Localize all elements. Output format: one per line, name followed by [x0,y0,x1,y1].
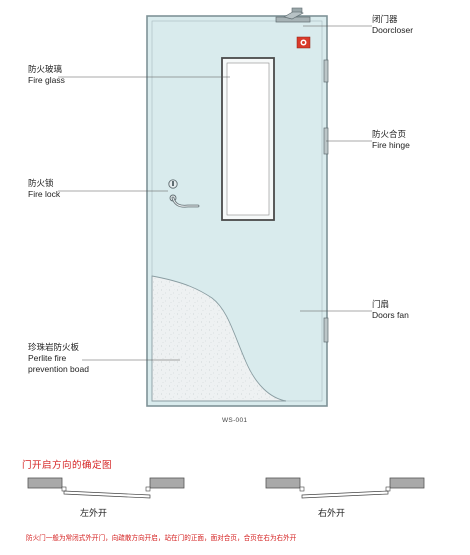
perlite-board-region [151,275,287,402]
fire-glass-label: 防火玻璃 Fire glass [28,64,65,86]
model-number: WS-001 [222,417,248,424]
leader-lines [58,25,372,361]
fire-hinge-label: 防火合页 Fire hinge [372,129,410,151]
fire-hinge-label-cn: 防火合页 [372,129,407,139]
fire-sign-icon [296,36,311,49]
fire-glass-label-cn: 防火玻璃 [28,64,63,74]
fire-hinge-bottom-icon [323,317,329,343]
direction-note: 防火门一般为常闭式外开门，向疏散方向开启，站在门的正面，面对合页，合页在右为右外… [26,535,297,542]
perlite-board-label-en2: prevention boad [28,364,89,374]
fire-glass-label-en: Fire glass [28,75,65,85]
fire-lock-label-en: Fire lock [28,189,61,199]
doors-fan-label-cn: 门扇 [372,299,390,309]
right-outward-label: 右外开 [318,508,346,518]
right-outward-opening-diagram [265,477,425,499]
doorcloser-label-en: Doorcloser [372,25,414,35]
fire-hinge-top-icon [323,59,329,83]
fire-glass-inner [226,62,270,216]
left-outward-opening-diagram [27,477,185,499]
perlite-board-label: 珍珠岩防火板 Perlite fire prevention boad [28,342,89,375]
fire-lock-label-cn: 防火锁 [28,178,54,188]
perlite-board-label-en1: Perlite fire [28,353,67,363]
perlite-board-label-cn: 珍珠岩防火板 [28,342,80,352]
doorcloser-label-cn: 闭门器 [372,14,398,24]
fire-hinge-label-en: Fire hinge [372,140,410,150]
direction-section-title: 门开启方向的确定图 [22,460,113,471]
left-outward-label: 左外开 [80,508,108,518]
fire-lock-icon [168,179,200,208]
doorcloser-icon [275,7,311,23]
fire-lock-label: 防火锁 Fire lock [28,178,60,200]
doorcloser-label: 闭门器 Doorcloser [372,14,413,36]
doors-fan-label-en: Doors fan [372,310,409,320]
doors-fan-label: 门扇 Doors fan [372,299,409,321]
